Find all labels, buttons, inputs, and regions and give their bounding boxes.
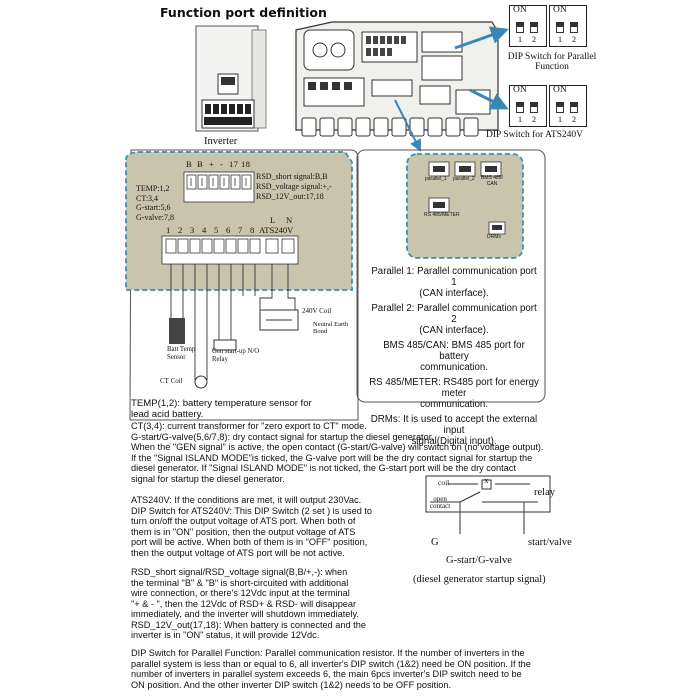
batt-label: Batt Temp Sensor <box>167 346 196 361</box>
text-rsd: RSD_short signal/RSD_voltage signal(B,B/… <box>131 567 366 640</box>
desc-parallel-1: Parallel 1: Parallel communication port … <box>371 266 537 299</box>
relay-g-start-valve-label: G-start/G-valve <box>446 555 512 566</box>
arrow-to-comm-ports <box>394 99 421 152</box>
comm-port-panel <box>406 153 524 259</box>
desc-parallel-2: Parallel 2: Parallel communication port … <box>371 303 537 336</box>
relay-g-label: G <box>431 537 439 548</box>
inverter-illustration <box>195 25 267 132</box>
relay-diagram <box>425 475 551 534</box>
desc-bms: BMS 485/CAN: BMS 485 port for battery co… <box>383 340 525 373</box>
text-dip-parallel: DIP Switch for Parallel Function: Parall… <box>131 648 531 690</box>
terminal-diagram <box>125 151 353 389</box>
ats-label: ATS240V <box>259 225 294 235</box>
port-label-rs485: RS 485/METER <box>424 212 460 218</box>
inverter-label: Inverter <box>204 136 238 147</box>
gen-label: Gen start-up N/O Relay <box>212 348 260 363</box>
page-title: Function port definition <box>160 5 327 20</box>
dip-switch-ats: ON 1 2 ON 1 2 <box>509 85 589 129</box>
top-legend-right: RSD_short signal:B,B RSD_voltage signal:… <box>256 172 332 201</box>
relay-label: relay <box>534 487 555 498</box>
neutral-label: Neutral Earth Bond <box>313 321 349 335</box>
text-ct-gen: CT(3,4): current transformer for "zero e… <box>131 421 544 484</box>
desc-drms: DRMs: It is used to accept the external … <box>370 414 538 447</box>
desc-rs485: RS 485/METER: RS485 port for energy mete… <box>369 377 539 410</box>
relay-start-valve-label: start/valve <box>528 537 572 548</box>
dip-ats-label: DIP Switch for ATS240V <box>486 130 584 140</box>
relay-coil-label: coil <box>438 478 450 487</box>
comm-port-descriptions: Parallel 1: Parallel communication port … <box>369 266 539 447</box>
port-label-drms: DRMs <box>487 234 501 240</box>
arrow-to-ats-dip <box>469 88 509 110</box>
port-label-parallel-2: parallel_2 <box>453 176 475 182</box>
relay-open-contact-label: open contact <box>430 495 451 510</box>
relay-x-label: X <box>484 478 489 485</box>
relay-caption: (diesel generator startup signal) <box>413 574 546 585</box>
dip-switch-parallel: ON 1 2 ON 1 2 <box>509 5 589 49</box>
terminal-board-illustration <box>295 21 499 137</box>
top-legend-left: TEMP:1,2 CT:3,4 G-start:5,6 G-valve:7,8 <box>136 184 174 222</box>
text-temp: TEMP(1,2): battery temperature sensor fo… <box>131 398 312 420</box>
coil-label: 240V Coil <box>302 307 332 315</box>
ct-label: CT Coil <box>160 377 183 385</box>
dip-parallel-label: DIP Switch for Parallel Function <box>507 52 597 72</box>
port-label-bms: BMS 485/ CAN <box>481 175 503 187</box>
text-ats: ATS240V: If the conditions are met, it w… <box>131 495 373 558</box>
port-label-parallel-1: parallel_1 <box>425 176 447 182</box>
arrow-to-parallel-dip <box>454 26 509 50</box>
